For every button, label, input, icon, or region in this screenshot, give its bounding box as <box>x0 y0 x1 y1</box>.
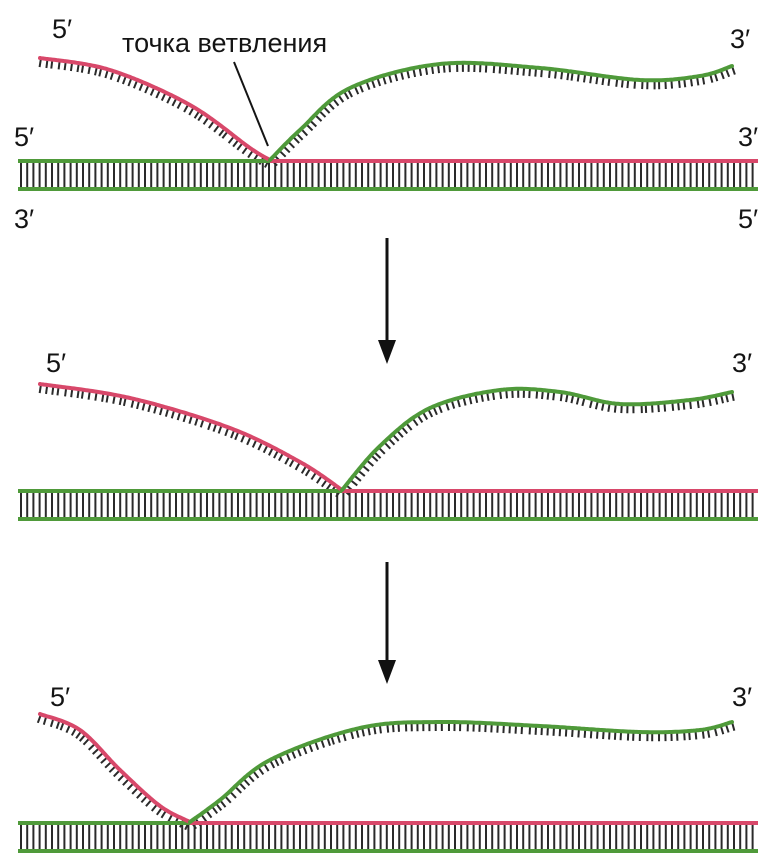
branch-point-label: точка ветвления <box>122 28 327 58</box>
stage-1-green-invading-strand <box>270 63 732 160</box>
stage-3-top-5prime-label: 5′ <box>50 682 70 712</box>
stage-1-top-3prime-label: 3′ <box>730 24 750 54</box>
stage-1-duplex-rungs <box>21 163 753 187</box>
stage-1-duplex-top-3prime-label: 3′ <box>738 122 758 152</box>
stage-2-top-3prime-label: 3′ <box>732 348 752 378</box>
stage-1-top-5prime-label: 5′ <box>52 14 72 44</box>
stage-1-duplex-bottom-3prime-label: 3′ <box>14 204 34 234</box>
branch-point-pointer <box>234 62 268 146</box>
arrow-2 <box>378 562 396 684</box>
stage-3-green-invading-strand-bases <box>191 722 735 829</box>
stage-1-red-displaced-strand-bases <box>40 58 270 167</box>
stage-1: 5′ 3′ 5′ 3′ 3′ 5′ точка ветвления <box>14 14 758 234</box>
stage-2-top-5prime-label: 5′ <box>46 348 66 378</box>
stage-3-top-3prime-label: 3′ <box>732 682 752 712</box>
stage-2-duplex-rungs <box>21 493 753 517</box>
stage-2: 5′ 3′ <box>46 348 752 378</box>
arrow-1 <box>378 238 396 364</box>
stage-3-green-invading-strand <box>190 722 732 822</box>
stage-3-duplex-rungs <box>21 825 753 849</box>
stage-2-green-invading-strand-bases <box>343 389 734 495</box>
stage-1-duplex-bottom-5prime-label: 5′ <box>738 204 758 234</box>
stage-2-red-displaced-strand <box>40 384 342 490</box>
stage-2-red-displaced-strand-bases <box>40 384 341 497</box>
stage-3: 5′ 3′ <box>50 682 752 712</box>
stage-1-duplex-top-5prime-label: 5′ <box>14 122 34 152</box>
